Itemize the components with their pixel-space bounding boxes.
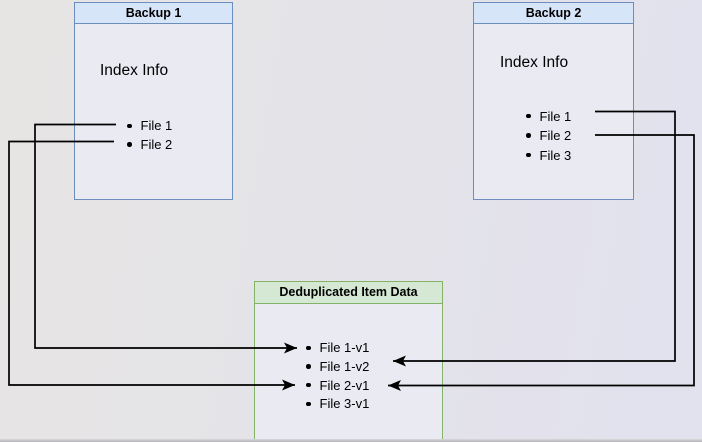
- dedup-item-label: File 1-v1: [319, 340, 370, 356]
- dedup-title: Deduplicated Item Data: [255, 282, 442, 304]
- backup2-node: Backup 2 Index Info File 1 File 2 File 3: [473, 2, 634, 200]
- file-label: File 3: [539, 147, 572, 163]
- bullet-icon: [526, 152, 531, 158]
- file-label: File 2: [539, 128, 572, 144]
- list-item: File 1-v1: [306, 339, 369, 358]
- file-label: File 1: [140, 118, 173, 134]
- window-bottom-edge: [0, 439, 702, 442]
- backup1-title: Backup 1: [75, 3, 232, 24]
- bullet-icon: [306, 401, 311, 407]
- list-item: File 1: [127, 117, 172, 136]
- list-item: File 3: [526, 145, 571, 165]
- backup2-file-list: File 1 File 2 File 3: [526, 106, 571, 165]
- list-item: File 1-v2: [306, 357, 369, 376]
- bullet-icon: [526, 133, 531, 138]
- list-item: File 2: [526, 126, 571, 146]
- backup1-node: Backup 1 Index Info File 1 File 2: [74, 2, 233, 200]
- dedup-node: Deduplicated Item Data File 1-v1 File 1-…: [254, 281, 443, 440]
- backup2-index-info-label: Index Info: [500, 54, 569, 71]
- dedup-item-label: File 3-v1: [319, 396, 370, 412]
- bullet-icon: [306, 382, 311, 388]
- backup1-file-list: File 1 File 2: [127, 117, 172, 154]
- list-item: File 2: [127, 135, 172, 154]
- bullet-icon: [127, 142, 132, 147]
- file-label: File 1: [539, 108, 572, 124]
- file-label: File 2: [140, 136, 173, 152]
- backup2-title: Backup 2: [474, 3, 633, 24]
- dedup-item-label: File 1-v2: [319, 359, 370, 375]
- bullet-icon: [306, 345, 311, 351]
- list-item: File 3-v1: [306, 394, 369, 413]
- dedup-item-label: File 2-v1: [319, 377, 370, 393]
- backup1-index-info-label: Index Info: [100, 62, 169, 79]
- dedup-item-list: File 1-v1 File 1-v2 File 2-v1 File 3-v1: [306, 339, 369, 413]
- bullet-icon: [526, 113, 531, 119]
- list-item: File 1: [526, 106, 571, 126]
- bullet-icon: [127, 123, 132, 128]
- bullet-icon: [306, 364, 311, 369]
- list-item: File 2-v1: [306, 376, 369, 395]
